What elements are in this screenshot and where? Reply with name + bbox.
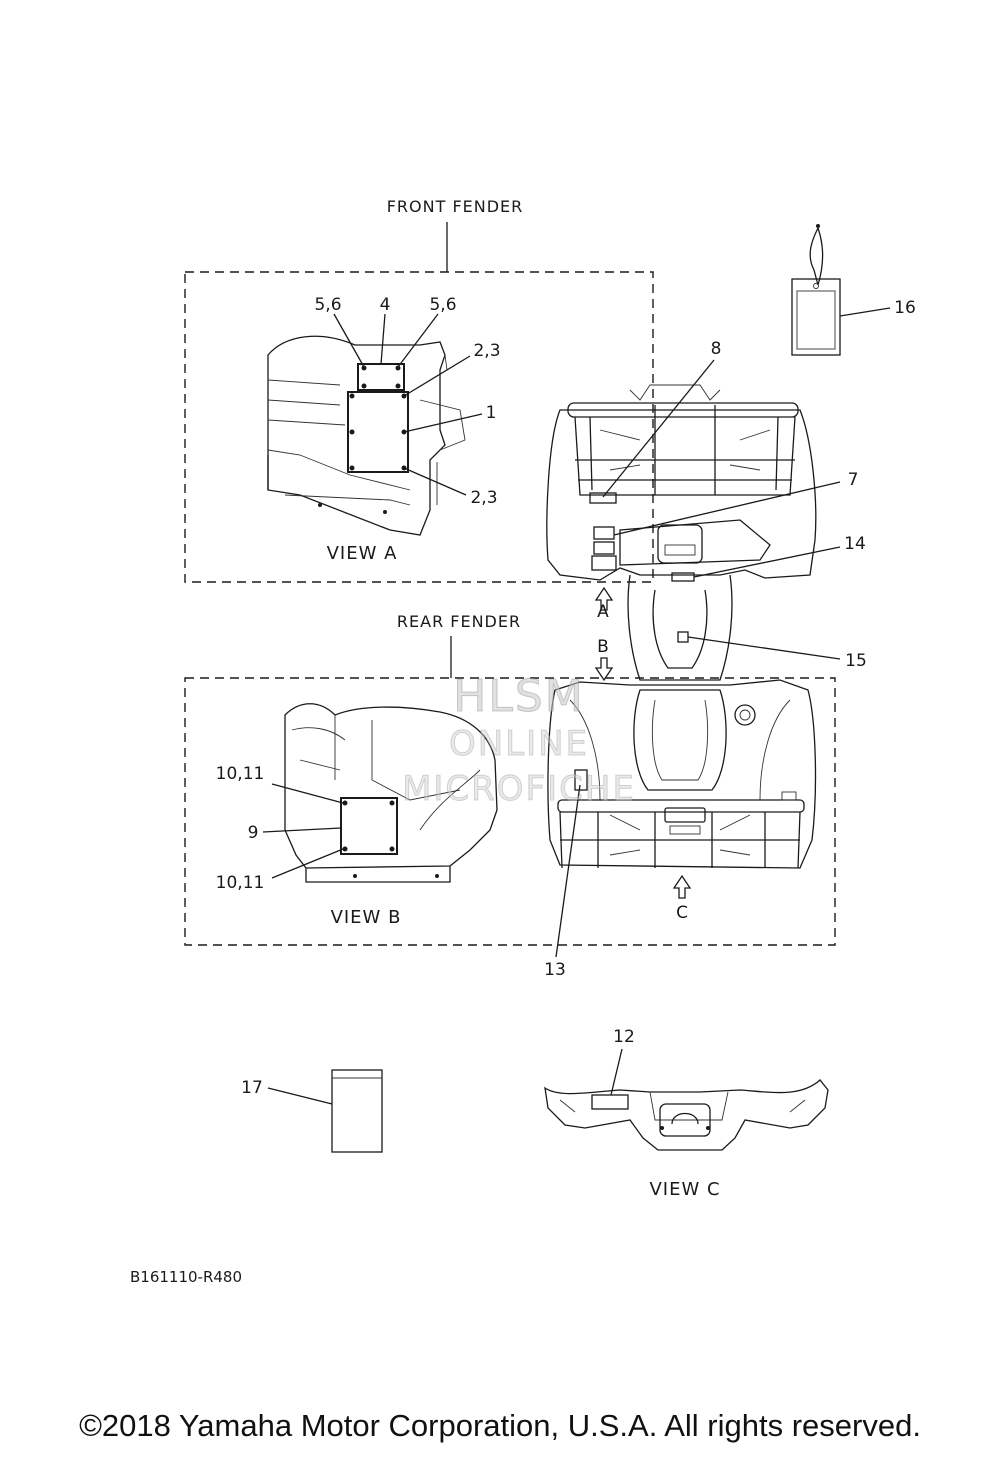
atv-top-view-drawing (546, 384, 817, 869)
callout-13: 13 (544, 960, 566, 980)
item-16-hang-tag (791, 224, 841, 356)
label-1-decal (347, 391, 409, 473)
arrow-a-label: A (597, 602, 609, 622)
callout-1: 1 (486, 403, 497, 423)
view-a-label: VIEW A (327, 543, 398, 564)
view-a-frame (184, 271, 654, 583)
callout-7: 7 (848, 470, 859, 490)
callout-8: 8 (711, 339, 722, 359)
callout-12: 12 (613, 1027, 635, 1047)
view-c-label: VIEW C (649, 1179, 720, 1200)
copyright-notice: ©2018 Yamaha Motor Corporation, U.S.A. A… (79, 1408, 921, 1443)
arrow-b-icon (594, 657, 614, 682)
callout-14: 14 (844, 534, 866, 554)
callout-10-11-bottom: 10,11 (216, 873, 265, 893)
rear-panel-drawing (544, 1079, 829, 1151)
callout-17: 17 (241, 1078, 263, 1098)
front-fender-side-drawing (267, 335, 466, 536)
callout-5-6-left: 5,6 (314, 295, 341, 315)
callout-15: 15 (845, 651, 867, 671)
view-b-frame (184, 677, 836, 946)
item-17-card (331, 1069, 383, 1153)
arrow-b-label: B (597, 637, 609, 657)
label-12-decal (591, 1094, 629, 1110)
callout-2-3-bottom: 2,3 (470, 488, 497, 508)
watermark-line-3: MICROFICHE (402, 769, 636, 809)
rear-fender-side-drawing (284, 703, 498, 883)
watermark-line-1: HLSM (453, 671, 585, 722)
callout-4: 4 (380, 295, 391, 315)
arrow-a-icon (594, 586, 614, 611)
callout-5-6-right: 5,6 (429, 295, 456, 315)
rear-fender-header: REAR FENDER (397, 612, 521, 631)
callout-16: 16 (894, 298, 916, 318)
callout-10-11-top: 10,11 (216, 764, 265, 784)
view-b-label: VIEW B (331, 907, 402, 928)
drawing-code: B161110-R480 (130, 1268, 242, 1286)
arrow-c-icon (672, 874, 692, 899)
watermark-line-2: ONLINE (449, 724, 589, 764)
callout-9: 9 (248, 823, 259, 843)
label-9-decal (340, 797, 398, 855)
arrow-c-label: C (676, 903, 688, 923)
callout-2-3-top: 2,3 (473, 341, 500, 361)
front-fender-header: FRONT FENDER (387, 197, 524, 216)
